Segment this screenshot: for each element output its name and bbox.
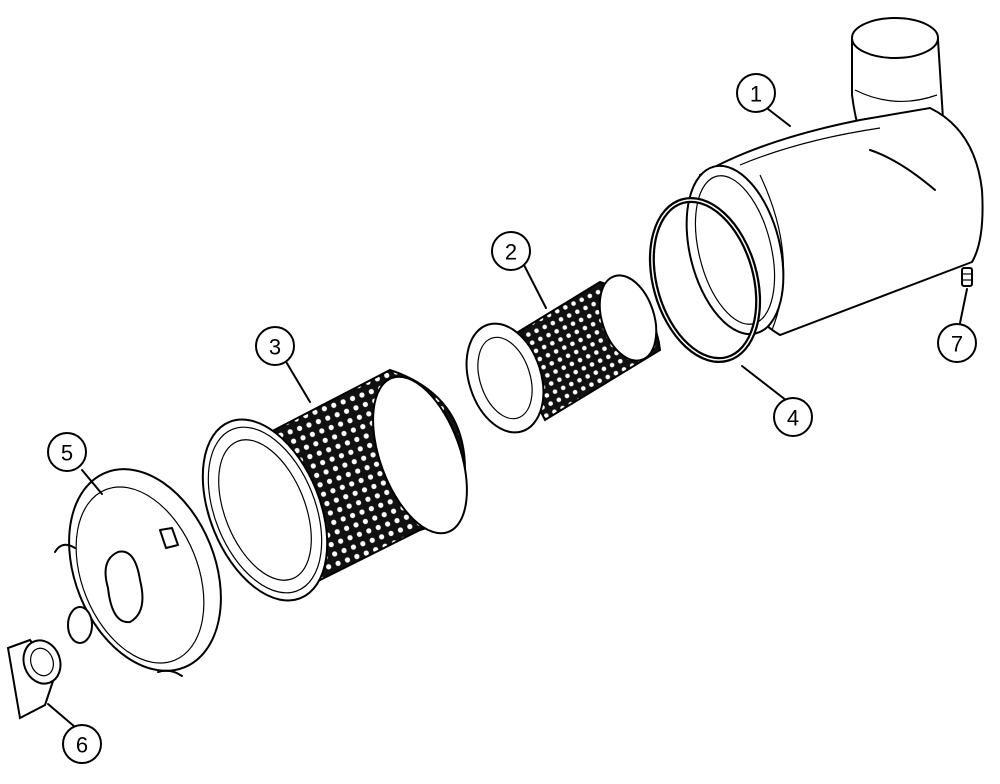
callout-3-label: 3 — [269, 335, 281, 360]
callout-6: 6 — [62, 724, 102, 764]
part-2-inner-filter — [465, 274, 662, 434]
part-6-vacuator-valve — [6, 638, 62, 720]
leader-lines — [47, 108, 968, 728]
part-4-seal-ring — [648, 196, 762, 364]
callout-2: 2 — [491, 231, 531, 271]
part-1-housing — [685, 17, 984, 337]
callout-2-label: 2 — [505, 240, 517, 265]
callout-5: 5 — [47, 432, 87, 472]
part-7-drain-valve — [961, 267, 973, 287]
callout-4-label: 4 — [787, 406, 799, 431]
callout-7-label: 7 — [951, 332, 963, 357]
callout-7: 7 — [937, 323, 977, 363]
callout-1-label: 1 — [750, 82, 762, 107]
callout-1: 1 — [736, 73, 776, 113]
callout-3: 3 — [255, 326, 295, 366]
callout-5-label: 5 — [61, 441, 73, 466]
part-3-primary-filter — [201, 368, 468, 602]
part-5-end-cover — [54, 468, 222, 677]
callout-6-label: 6 — [76, 733, 88, 758]
callout-4: 4 — [773, 397, 813, 437]
